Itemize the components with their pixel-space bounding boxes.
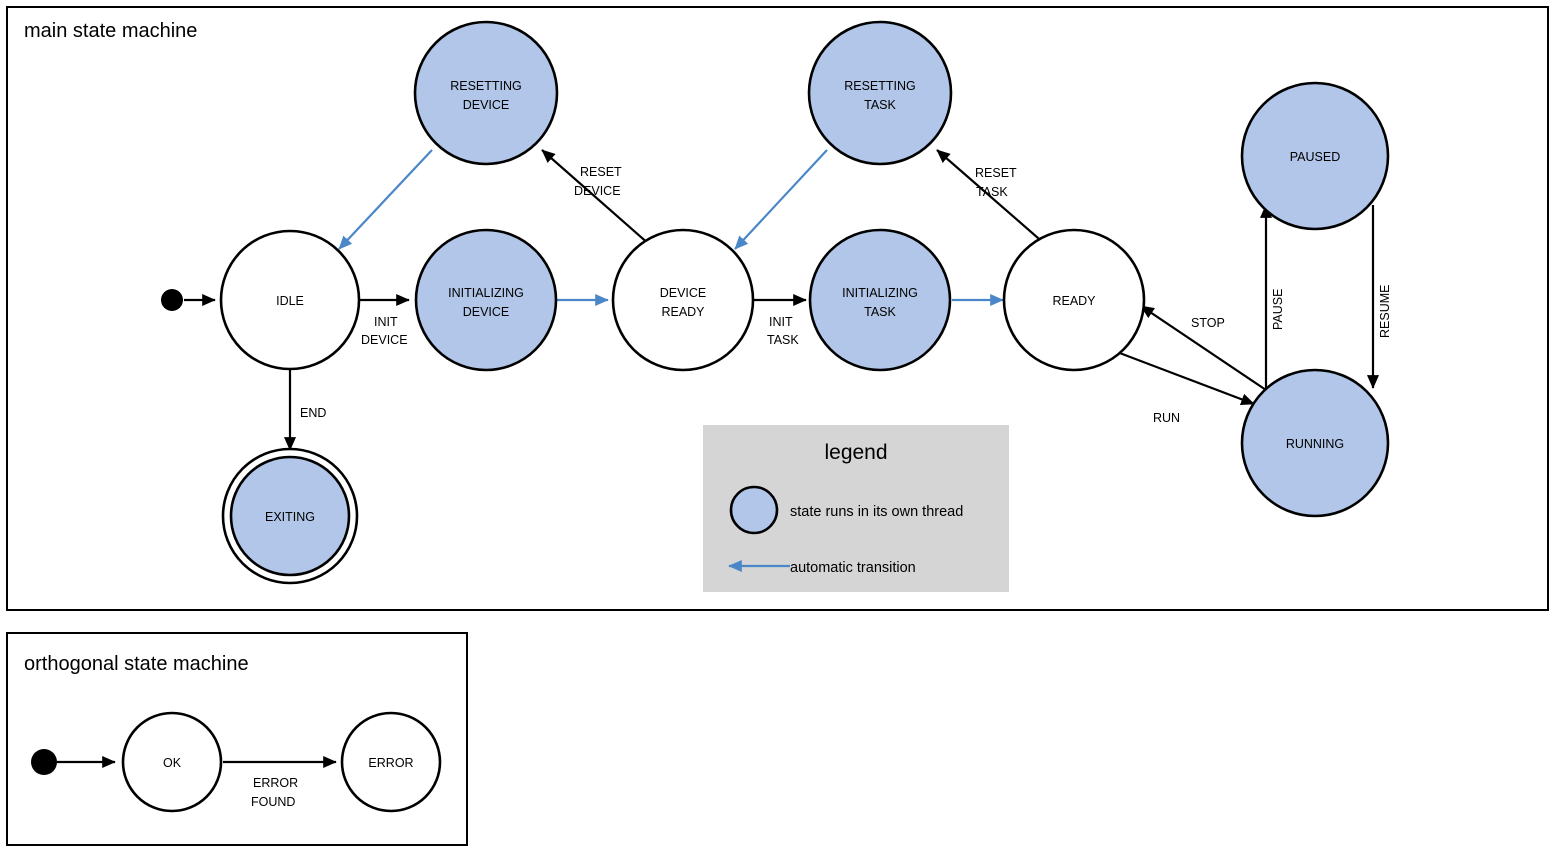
state-label-exiting: EXITING bbox=[265, 510, 315, 524]
state-label-initializing-device-line2: DEVICE bbox=[463, 305, 510, 319]
legend-thread-text: state runs in its own thread bbox=[790, 504, 963, 520]
legend-title: legend bbox=[824, 441, 887, 464]
state-resetting-task[interactable]: RESETTING TASK bbox=[807, 20, 953, 166]
transition-resetting-task-to-device-ready bbox=[734, 149, 828, 250]
state-label-initializing-task-line1: INITIALIZING bbox=[842, 286, 918, 300]
state-ready[interactable]: READY bbox=[1002, 228, 1146, 372]
edge-label-init-task-line2: TASK bbox=[767, 333, 799, 347]
edge-label-init-device-line1: INIT bbox=[374, 315, 398, 329]
state-paused[interactable]: PAUSED bbox=[1240, 81, 1390, 231]
edge-label-reset-task-line1: RESET bbox=[975, 166, 1017, 180]
main-transitions: INIT DEVICE RESET DEVICE INIT TASK bbox=[184, 149, 1392, 451]
state-label-resetting-task-line2: TASK bbox=[864, 98, 896, 112]
state-idle[interactable]: IDLE bbox=[219, 229, 361, 371]
state-label-ok: OK bbox=[163, 756, 182, 770]
state-error[interactable]: ERROR bbox=[340, 711, 442, 813]
edge-label-error-found-line1: ERROR bbox=[253, 776, 298, 790]
main-panel-title: main state machine bbox=[24, 20, 197, 42]
edge-label-init-task-line1: INIT bbox=[769, 315, 793, 329]
main-state-machine-panel: main state machine INIT DEVICE RESET DEV bbox=[6, 6, 1549, 611]
transition-resetting-device-to-idle bbox=[338, 149, 433, 250]
state-resetting-device[interactable]: RESETTING DEVICE bbox=[413, 20, 559, 166]
transition-ok-to-error: ERROR FOUND bbox=[223, 755, 337, 809]
state-label-initializing-task-line2: TASK bbox=[864, 305, 896, 319]
orthogonal-initial-state-dot bbox=[31, 749, 57, 775]
state-label-device-ready-line1: DEVICE bbox=[660, 286, 707, 300]
state-exiting-final[interactable]: EXITING bbox=[221, 447, 359, 585]
state-label-resetting-device-line2: DEVICE bbox=[463, 98, 510, 112]
transition-ready-to-running: RUN bbox=[1116, 350, 1255, 425]
transition-running-to-ready: STOP bbox=[1140, 305, 1267, 391]
state-ok[interactable]: OK bbox=[121, 711, 223, 813]
edge-label-reset-device-line2: DEVICE bbox=[574, 184, 621, 198]
state-label-initializing-device-line1: INITIALIZING bbox=[448, 286, 524, 300]
transition-paused-to-running: RESUME bbox=[1366, 205, 1392, 389]
edge-label-end: END bbox=[300, 406, 326, 420]
edge-label-error-found-line2: FOUND bbox=[251, 795, 295, 809]
orthogonal-transitions: ERROR FOUND bbox=[57, 755, 337, 809]
transition-idle-to-initializing-device: INIT DEVICE bbox=[359, 293, 410, 347]
transition-device-ready-to-initializing-task: INIT TASK bbox=[753, 293, 807, 347]
edge-label-resume: RESUME bbox=[1378, 285, 1392, 338]
legend-thread-swatch-icon bbox=[729, 485, 779, 535]
transition-running-to-paused: PAUSE bbox=[1259, 204, 1285, 390]
state-label-idle: IDLE bbox=[276, 294, 304, 308]
transition-ready-to-resetting-task: RESET TASK bbox=[936, 149, 1047, 246]
state-device-ready[interactable]: DEVICE READY bbox=[611, 228, 755, 372]
transition-idle-to-exiting: END bbox=[283, 369, 326, 451]
edge-label-pause: PAUSE bbox=[1271, 289, 1285, 330]
state-initializing-device[interactable]: INITIALIZING DEVICE bbox=[414, 228, 558, 372]
orthogonal-panel-title: orthogonal state machine bbox=[24, 653, 249, 675]
state-label-resetting-device-line1: RESETTING bbox=[450, 79, 522, 93]
legend: legend state runs in its own thread auto… bbox=[703, 425, 1009, 592]
edge-label-reset-device-line1: RESET bbox=[580, 165, 622, 179]
transition-device-ready-to-resetting-device: RESET DEVICE bbox=[541, 149, 651, 246]
state-running[interactable]: RUNNING bbox=[1240, 368, 1390, 518]
edge-label-run: RUN bbox=[1153, 411, 1180, 425]
orthogonal-state-machine-panel: orthogonal state machine ERROR FOUND OK … bbox=[6, 632, 468, 846]
state-label-ready: READY bbox=[1052, 294, 1096, 308]
state-label-device-ready-line2: READY bbox=[661, 305, 705, 319]
state-label-error: ERROR bbox=[368, 756, 413, 770]
legend-auto-text: automatic transition bbox=[790, 560, 916, 576]
state-label-running: RUNNING bbox=[1286, 437, 1344, 451]
edge-label-init-device-line2: DEVICE bbox=[361, 333, 408, 347]
state-label-paused: PAUSED bbox=[1290, 150, 1340, 164]
state-label-resetting-task-line1: RESETTING bbox=[844, 79, 916, 93]
initial-state-dot bbox=[161, 289, 183, 311]
edge-label-stop: STOP bbox=[1191, 316, 1225, 330]
state-initializing-task[interactable]: INITIALIZING TASK bbox=[808, 228, 952, 372]
edge-label-reset-task-line2: TASK bbox=[976, 185, 1008, 199]
